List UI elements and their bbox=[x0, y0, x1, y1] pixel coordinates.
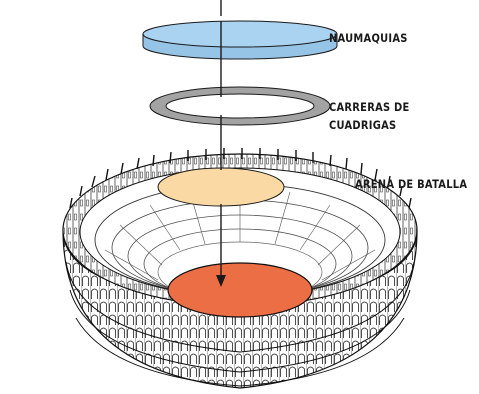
arrow-head bbox=[216, 275, 226, 287]
layer-naumaquias bbox=[142, 20, 338, 60]
inner-arena bbox=[167, 262, 313, 318]
label-carreras-line1: CARRERAS DE bbox=[329, 100, 410, 114]
colosseum-tier-line bbox=[69, 289, 411, 373]
layer-arena-de-batalla bbox=[157, 167, 285, 207]
vertical-arrow bbox=[216, 0, 226, 287]
label-carreras-de-cuadrigas: CARRERAS DE CUADRIGAS bbox=[329, 98, 410, 134]
colosseum-battlements bbox=[69, 148, 412, 209]
colosseum-tier-line bbox=[65, 261, 415, 353]
label-carreras-line2: CUADRIGAS bbox=[329, 118, 397, 132]
label-arena-de-batalla: ARENA DE BATALLA bbox=[355, 177, 468, 191]
colosseum-illustration bbox=[62, 148, 418, 389]
layer-carreras-de-cuadrigas bbox=[149, 86, 331, 126]
label-naumaquias: NAUMAQUIAS bbox=[329, 31, 408, 45]
colosseum-tier-line bbox=[75, 317, 405, 387]
